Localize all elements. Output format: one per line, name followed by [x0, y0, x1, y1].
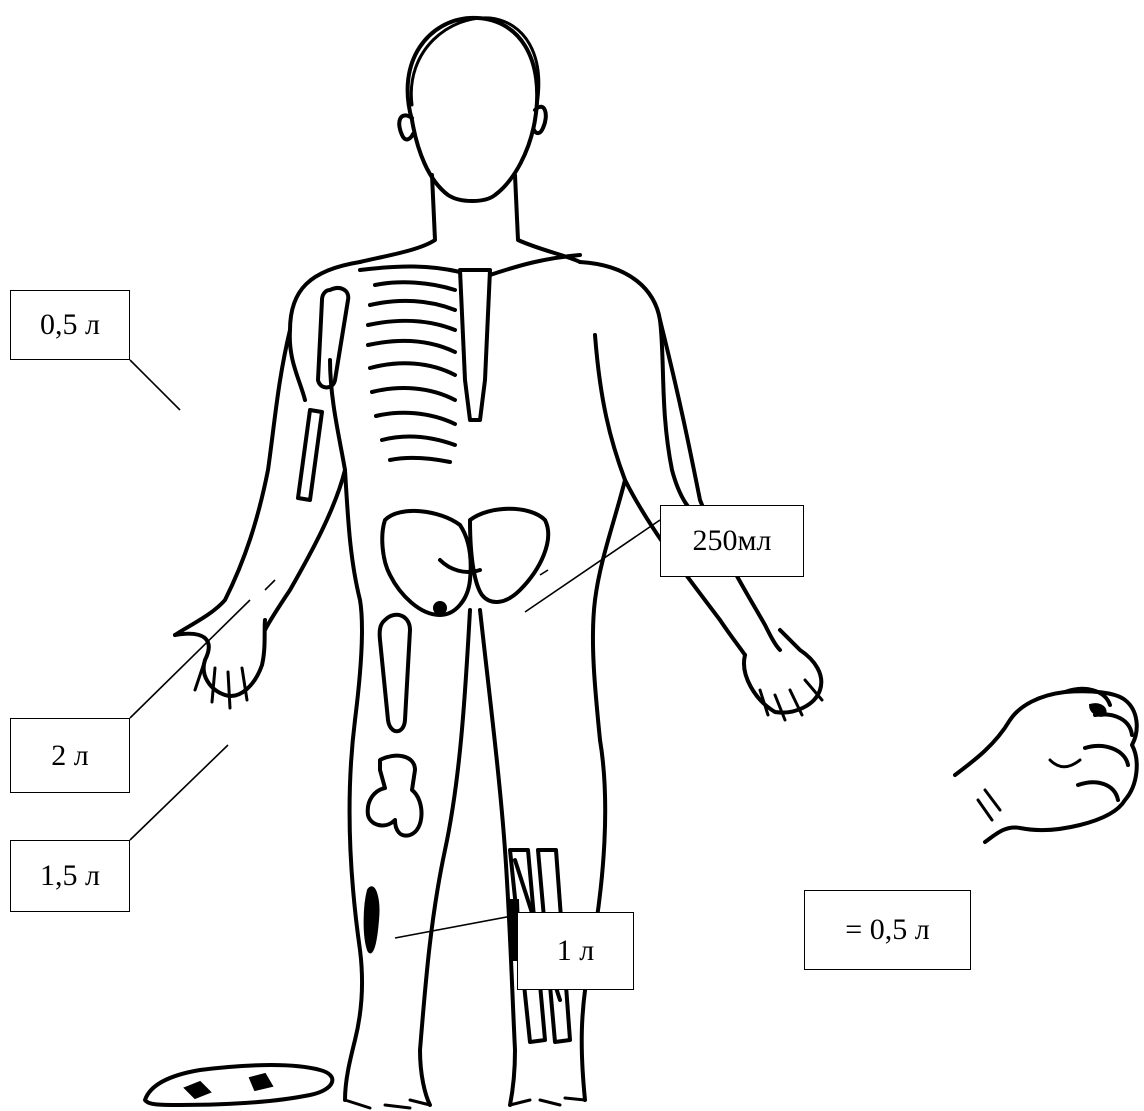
torso-right	[580, 262, 700, 520]
sternum	[460, 270, 490, 420]
label-femur-text: 1,5 л	[40, 859, 100, 893]
torso-left	[290, 262, 360, 400]
hair	[411, 18, 538, 105]
clavicle	[490, 255, 580, 275]
label-forearm-text: 250мл	[693, 524, 772, 558]
fist-illustration	[955, 689, 1137, 842]
neck	[360, 175, 435, 262]
femur	[380, 615, 410, 731]
right-hand	[744, 630, 821, 713]
forearm-bones	[298, 410, 322, 500]
label-tibia: 1 л	[517, 912, 634, 990]
label-tibia-text: 1 л	[557, 934, 594, 968]
label-upper-arm-text: 0,5 л	[40, 308, 100, 342]
label-pelvis: 2 л	[10, 718, 130, 793]
label-upper-arm: 0,5 л	[10, 290, 130, 360]
label-femur: 1,5 л	[10, 840, 130, 912]
pelvis	[382, 511, 470, 615]
label-fist: = 0,5 л	[804, 890, 971, 970]
label-pelvis-text: 2 л	[51, 739, 88, 773]
left-leg	[345, 720, 362, 1100]
ribs	[368, 282, 455, 462]
thigh-hematoma	[365, 887, 379, 952]
label-forearm: 250мл	[660, 505, 804, 577]
blood-pool	[145, 1065, 332, 1105]
left-hand	[175, 620, 265, 696]
humerus	[318, 288, 348, 387]
left-arm	[175, 330, 290, 635]
label-fist-text: = 0,5 л	[845, 913, 929, 947]
